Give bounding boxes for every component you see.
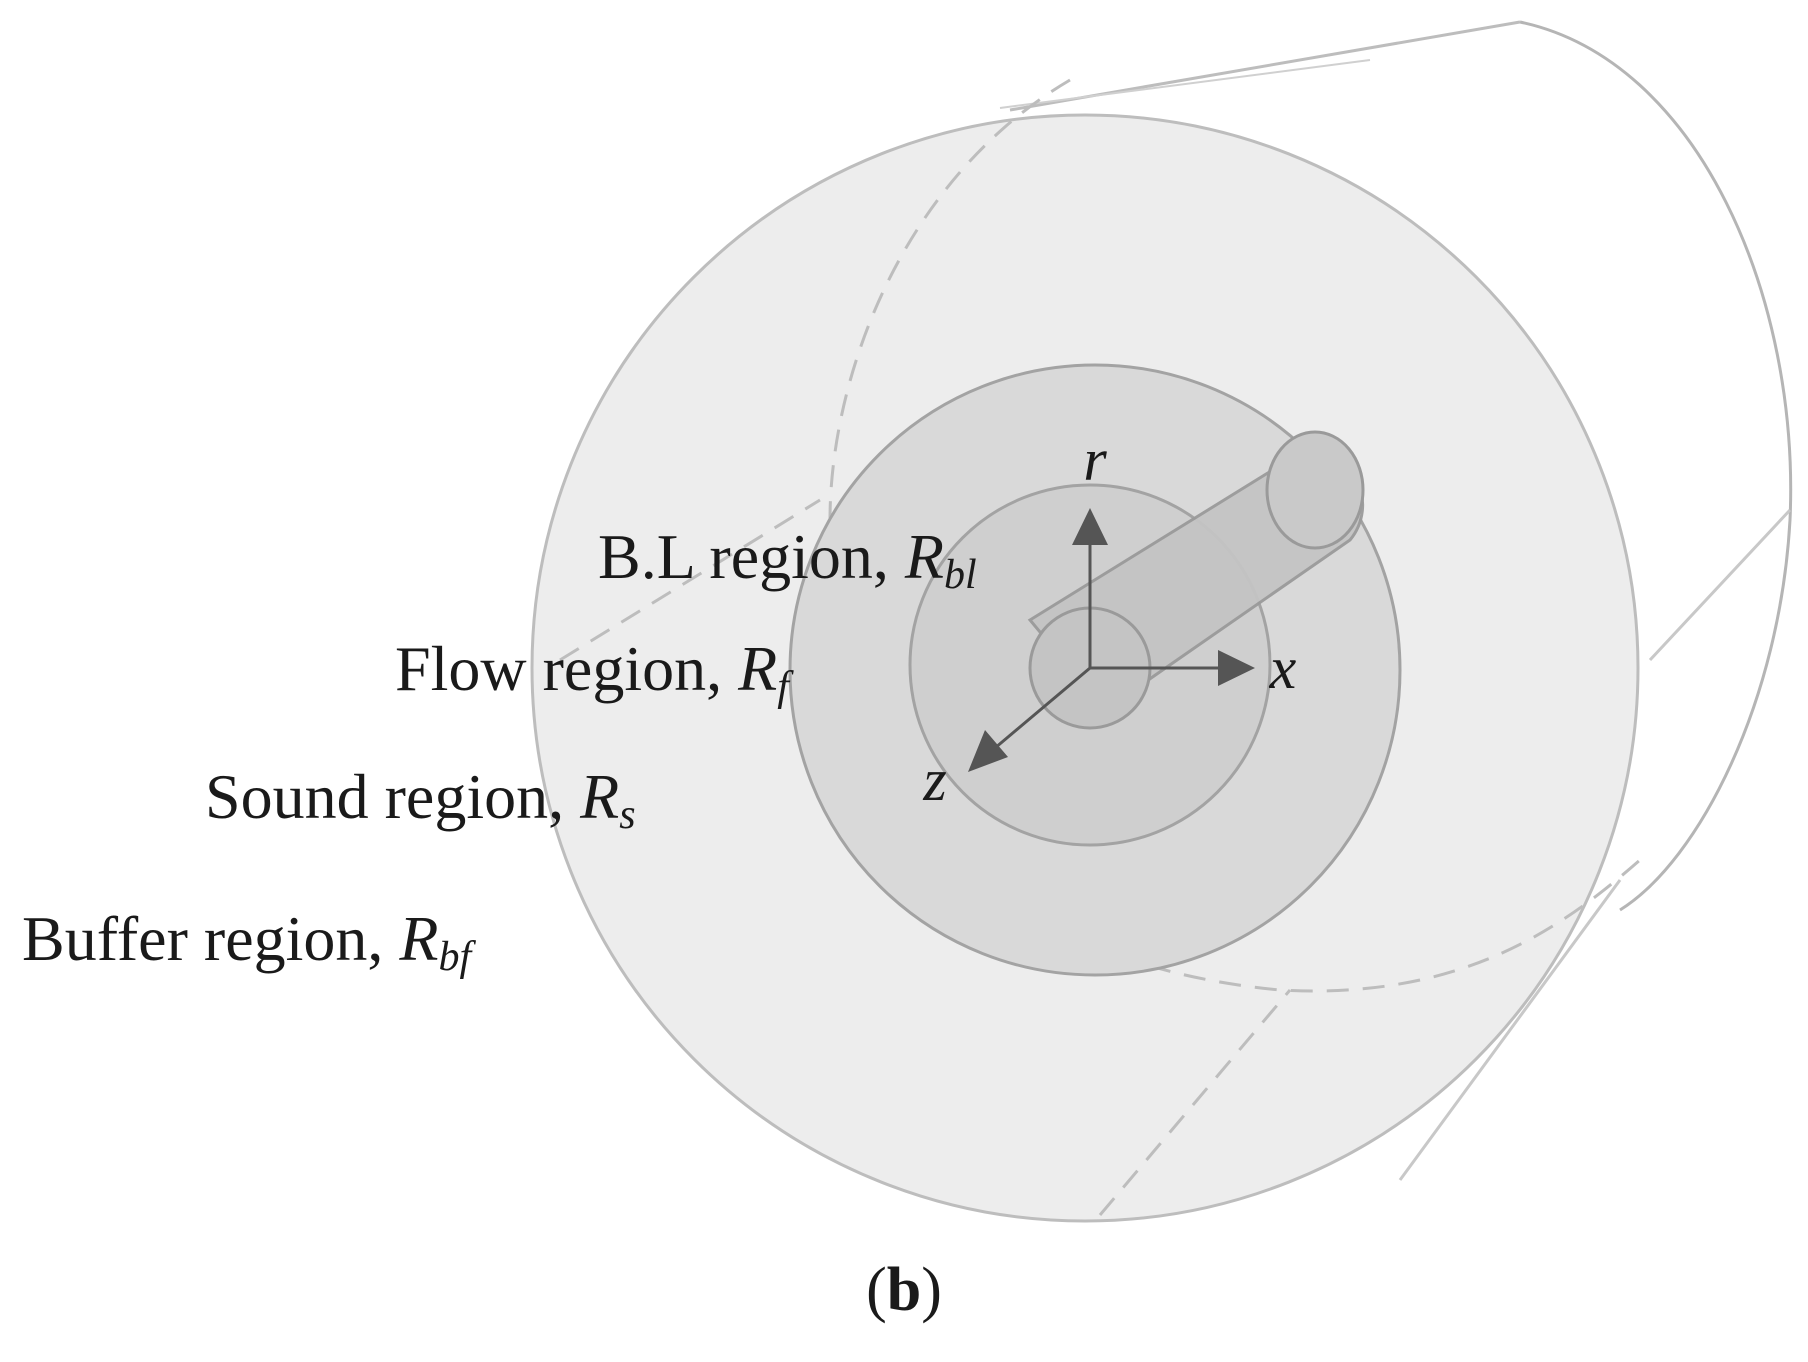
caption-letter: b <box>887 1256 921 1324</box>
flow-region-text: Flow region, <box>395 633 738 704</box>
z-axis-arrow <box>968 730 1008 772</box>
buffer-region-text: Buffer region, <box>22 903 399 974</box>
sound-region-label: Sound region, Rs <box>205 761 636 838</box>
bl-tube-back-cap <box>1265 430 1365 550</box>
z-axis-label: z <box>922 747 946 813</box>
buffer-region-label: Buffer region, Rbf <box>22 903 476 980</box>
r-axis-label: r <box>1083 427 1107 493</box>
cylinder-bottom-edge <box>1398 879 1622 1181</box>
sound-region-symbol: R <box>579 761 619 832</box>
bl-region-subscript: bl <box>944 552 977 598</box>
sound-region-text: Sound region, <box>205 761 580 832</box>
buffer-region-symbol: R <box>398 903 438 974</box>
z-axis-line <box>994 666 1091 750</box>
sound-region-subscript: s <box>619 792 635 838</box>
caption-close-paren: ) <box>921 1256 942 1324</box>
dashed-bottom-spoke <box>1098 989 1292 1216</box>
bl-region-label: B.L region, Rbl <box>598 521 977 598</box>
x-axis-label: x <box>1269 635 1297 701</box>
bl-region-text: B.L region, <box>598 521 905 592</box>
flow-region-symbol: R <box>737 633 777 704</box>
cylinder-side-line <box>1648 508 1792 662</box>
caption-open-paren: ( <box>866 1256 887 1324</box>
dashed-left-spoke <box>559 498 821 662</box>
figure-caption: (b) <box>866 1256 942 1324</box>
axes <box>968 508 1255 772</box>
buffer-region-subscript: bf <box>438 934 476 980</box>
hidden-edges <box>559 78 1641 1216</box>
x-axis-arrow <box>1218 650 1255 686</box>
bl-region-symbol: R <box>904 521 944 592</box>
cylinder-far-end <box>1519 20 1793 912</box>
cylinder-outline <box>999 20 1793 1181</box>
flow-region-label: Flow region, Rf <box>395 633 794 710</box>
cylinder-top-inner-edge <box>999 59 1371 109</box>
r-axis-arrow <box>1072 508 1108 545</box>
